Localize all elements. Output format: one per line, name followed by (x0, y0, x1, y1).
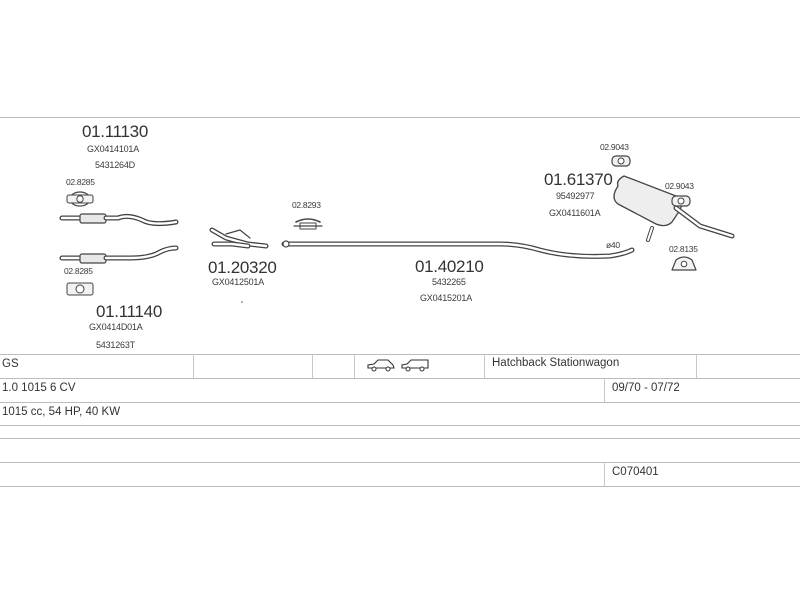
table-rule-4 (0, 425, 800, 426)
fitting-label-1: 02.8285 (66, 177, 95, 187)
front-pipe-lower (59, 245, 179, 264)
row2-sep (604, 378, 605, 402)
part-code-2b: 5431263T (96, 340, 135, 350)
row4-sep (604, 462, 605, 486)
table-rule-7 (0, 486, 800, 487)
part-code-1a: GX0414101A (87, 144, 140, 154)
exhaust-diagram (59, 155, 735, 303)
table-rule-3 (0, 402, 800, 403)
row1-sep-4 (484, 354, 485, 378)
spec-cell: 1015 cc, 54 HP, 40 KW (2, 406, 121, 418)
body-type-icons (366, 358, 430, 372)
part-number-4: 01.40210 (415, 257, 484, 276)
top-border (0, 117, 800, 118)
row1-sep-5 (696, 354, 697, 378)
fitting-label-6: 02.8135 (669, 244, 698, 254)
row1-sep-2 (312, 354, 313, 378)
clamp-3 (293, 218, 323, 230)
catalog-code-cell: C070401 (612, 466, 659, 478)
middle-pipe (281, 240, 635, 259)
mount-5 (671, 195, 691, 207)
part-code-3a: GX0412501A (212, 277, 265, 287)
part-code-4a: 5432265 (432, 277, 466, 287)
y-pipe (209, 227, 269, 249)
fitting-label-3: 02.8293 (292, 200, 321, 210)
engine-cell: 1.0 1015 6 CV (2, 382, 76, 394)
years-cell: 09/70 - 07/72 (612, 382, 680, 394)
hatchback-car-icon (367, 359, 395, 372)
part-code-5a: 95492977 (556, 191, 595, 201)
part-number-2: 01.11140 (96, 302, 162, 321)
gasket-2 (66, 282, 94, 296)
table-rule-5 (0, 438, 800, 439)
model-cell: GS (2, 358, 19, 370)
table-rule-1 (0, 354, 800, 355)
table-rule-6 (0, 462, 800, 463)
fitting-label-4: 02.9043 (600, 142, 629, 152)
rear-muffler (613, 175, 735, 242)
hanger-6 (671, 256, 697, 271)
part-code-5b: GX0411601A (549, 208, 601, 218)
part-number-5: 01.61370 (544, 170, 613, 189)
pipe-diameter-note: ø40 (606, 240, 620, 250)
stationwagon-car-icon (401, 359, 429, 372)
row1-sep-3 (354, 354, 355, 378)
front-pipe-upper (59, 213, 179, 227)
mount-4 (611, 155, 631, 167)
part-number-1: 01.11130 (82, 122, 148, 141)
body-type-cell: Hatchback Stationwagon (492, 357, 620, 369)
part-number-3: 01.20320 (208, 258, 277, 277)
fitting-label-2: 02.8285 (64, 266, 93, 276)
fitting-label-5: 02.9043 (665, 181, 694, 191)
part-code-2a: GX0414D01A (89, 322, 143, 332)
part-code-1b: 5431264D (95, 160, 135, 170)
gasket-1 (66, 191, 94, 207)
part-code-4b: GX0415201A (420, 293, 473, 303)
table-rule-2 (0, 378, 800, 379)
row1-sep-1 (193, 354, 194, 378)
